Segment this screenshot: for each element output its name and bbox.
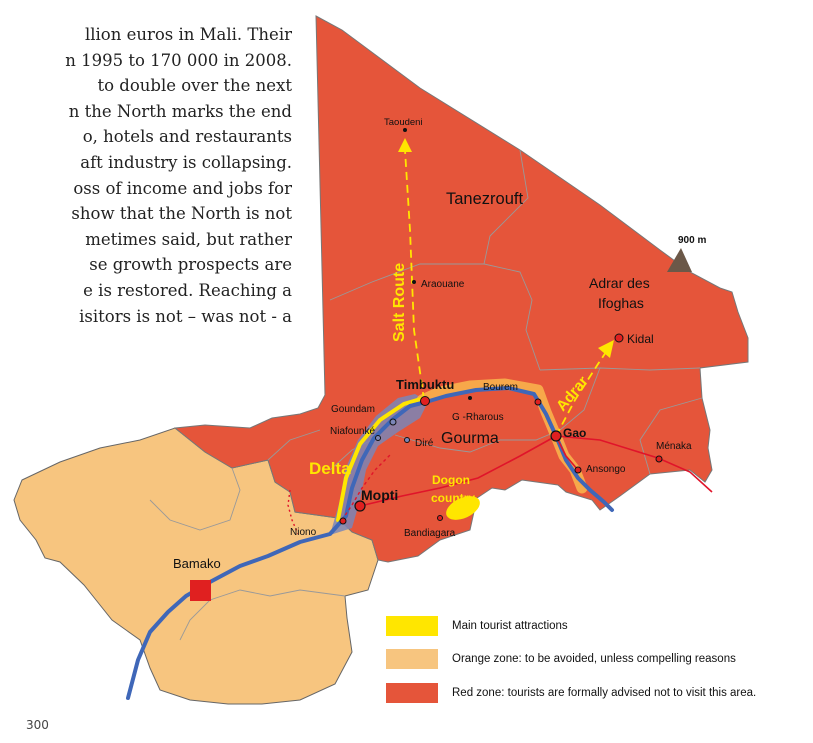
dot-timbuktu	[420, 396, 430, 406]
text-line: se growth prospects are	[89, 255, 292, 275]
legend-item-red-zone: Red zone: tourists are formally advised …	[386, 683, 756, 703]
dot-rharous	[468, 396, 472, 400]
niono-road	[341, 454, 391, 521]
label-goundam: Goundam	[331, 404, 375, 415]
label-bourem: Bourem	[483, 382, 518, 393]
label-gao: Gao	[563, 426, 586, 440]
label-timbuktu: Timbuktu	[396, 377, 454, 392]
dot-niafounke	[375, 435, 381, 441]
label-gourma: Gourma	[441, 430, 499, 447]
text-line: metimes said, but rather	[85, 229, 292, 249]
legend-item-attractions: Main tourist attractions	[386, 616, 568, 636]
dot-goundam	[389, 418, 397, 426]
label-salt-route: Salt Route	[391, 263, 408, 342]
dot-niono	[339, 517, 347, 525]
label-araouane: Araouane	[421, 279, 465, 290]
label-tanezrouft: Tanezrouft	[446, 190, 523, 208]
label-adrar-1: Adrar des	[589, 275, 650, 291]
dot-dire	[404, 437, 410, 443]
text-line: oss of income and jobs for	[73, 178, 292, 198]
text-line: o, hotels and restaurants	[82, 127, 292, 147]
text-line: show that the North is not	[71, 204, 292, 224]
dot-menaka	[655, 455, 663, 463]
label-dogon-2: country	[431, 491, 475, 505]
delta-attraction-band	[336, 396, 426, 522]
page-number: 300	[26, 718, 49, 732]
roads	[359, 435, 713, 507]
legend-label: Main tourist attractions	[452, 620, 568, 632]
dot-bourem	[534, 398, 542, 406]
text-line: to double over the next	[97, 76, 292, 96]
label-bandiagara: Bandiagara	[404, 528, 456, 539]
label-ansongo: Ansongo	[586, 464, 626, 475]
dot-taoudeni	[403, 128, 407, 132]
text-line: e is restored. Reaching a	[83, 280, 292, 300]
dot-bandiagara	[437, 515, 443, 521]
label-rharous: G -Rharous	[452, 412, 504, 423]
label-mountain: 900 m	[678, 235, 706, 246]
dogon-attraction	[446, 496, 480, 520]
label-dire: Diré	[415, 438, 434, 449]
label-taoudeni: Taoudeni	[384, 117, 423, 128]
label-menaka: Ménaka	[656, 441, 692, 452]
body-text: llion euros in Mali. Their n 1995 to 170…	[0, 22, 292, 329]
label-niono: Niono	[290, 527, 317, 538]
label-adrar-2: Ifoghas	[598, 295, 644, 311]
text-line: llion euros in Mali. Their	[84, 25, 292, 44]
adrar-route-arrow	[598, 340, 614, 358]
salt-route-line	[404, 149, 425, 401]
text-line: isitors is not – was not - a	[79, 306, 292, 326]
dot-mopti	[354, 500, 366, 512]
adrar-route-line	[555, 345, 611, 437]
delta-area	[330, 394, 428, 535]
legend-swatch	[386, 649, 438, 669]
label-niafounke: Niafounké	[330, 426, 375, 437]
label-mopti: Mopti	[361, 487, 398, 503]
text-line: n the North marks the end	[68, 101, 292, 121]
dot-kidal	[614, 333, 624, 343]
dot-ansongo	[574, 466, 582, 474]
city-markers	[339, 128, 663, 525]
legend-label: Orange zone: to be avoided, unless compe…	[452, 653, 736, 665]
legend-item-orange-zone: Orange zone: to be avoided, unless compe…	[386, 649, 736, 669]
text-line: aft industry is collapsing.	[80, 152, 292, 172]
red-zone	[173, 15, 749, 563]
salt-route-arrow	[398, 138, 412, 152]
label-delta: Delta	[309, 459, 351, 478]
region-borders	[149, 149, 703, 641]
legend-swatch	[386, 683, 438, 703]
mountain-icon	[667, 248, 692, 272]
capital-marker	[190, 580, 211, 601]
text-line: n 1995 to 170 000 in 2008.	[65, 50, 292, 70]
legend-label: Red zone: tourists are formally advised …	[452, 687, 757, 699]
dot-gao	[550, 430, 562, 442]
label-dogon-1: Dogon	[432, 473, 470, 487]
legend-swatch	[386, 616, 438, 636]
dot-araouane	[412, 280, 416, 284]
label-bamako: Bamako	[173, 556, 221, 571]
label-kidal: Kidal	[627, 332, 654, 346]
